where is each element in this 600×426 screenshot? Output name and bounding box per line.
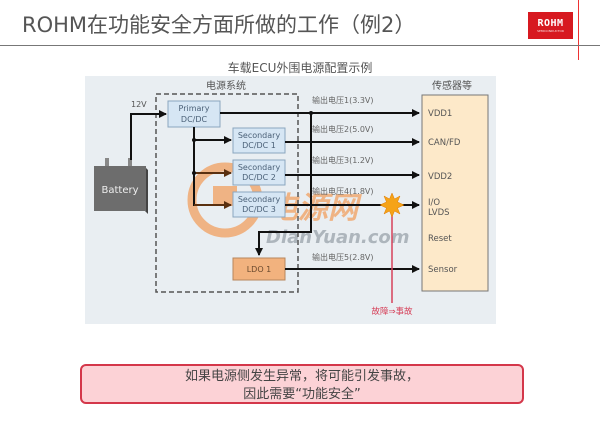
battery-terminal-neg [105,158,109,167]
watermark-en: DianYuan.com [266,227,410,248]
logo-text: ROHM [537,18,564,29]
battery-terminal-pos [128,158,132,167]
rohm-logo: ROHM SEMICONDUCTOR [528,12,573,39]
battery: Battery [94,158,148,214]
ldo-label: LDO 1 [247,265,272,274]
fault-label: 故障⇒事故 [371,306,413,317]
diagram-title: 车载ECU外围电源配置示例 [227,61,373,75]
sec2-label-2: DC/DC 2 [242,173,276,182]
callout-line-2: 因此需要“功能安全” [243,387,361,402]
primary-label-2: DC/DC [181,115,208,124]
pin-io: I/O [428,198,440,208]
secondary-dcdc-3-block [232,191,286,218]
callout-line-1: 如果电源侧发生异常，将可能引发事故， [184,369,419,384]
pin-vdd2: VDD2 [428,172,452,182]
junction [192,171,196,175]
junction [309,111,313,115]
sec3-label-2: DC/DC 3 [242,205,276,214]
header-divider [0,45,600,46]
sec1-label-1: Secondary [238,131,281,140]
sensors-label: 传感器等 [432,79,472,92]
callout-box: 如果电源侧发生异常，将可能引发事故， 因此需要“功能安全” [80,364,524,404]
sensor-block [421,94,489,292]
primary-label-1: Primary [179,104,210,113]
battery-body [94,166,146,211]
input-voltage-label: 12V [131,100,147,109]
page-title: ROHM在功能安全方面所做的工作（例2） [22,13,416,37]
pin-reset: Reset [428,234,452,244]
logo-subtext: SEMICONDUCTOR [537,29,564,33]
pin-vdd1: VDD1 [428,109,452,119]
secondary-dcdc-2-block [232,159,286,186]
power-system-region [155,93,299,293]
power-system-label: 电源系统 [206,79,246,92]
accent-line [578,0,579,60]
sec3-label-1: Secondary [238,195,281,204]
output-label-2: 输出电压2(5.0V) [312,124,374,134]
output-label-5: 输出电压5(2.8V) [312,252,374,262]
pin-lvds: LVDS [428,208,450,218]
ldo-feed-wire [255,113,312,256]
pin-canfd: CAN/FD [428,138,461,148]
battery-label: Battery [101,185,138,196]
fault-spark-icon [379,192,405,218]
pin-sensor: Sensor [428,265,458,275]
output-label-3: 输出电压3(1.2V) [312,155,374,165]
sec1-label-2: DC/DC 1 [242,141,276,150]
secondary-dcdc-1-block [232,127,286,154]
output-label-1: 输出电压1(3.3V) [312,95,374,105]
output-label-4: 输出电压4(1.8V) [312,186,374,196]
input-wire [130,110,167,160]
sec2-label-1: Secondary [238,163,281,172]
junction [192,138,196,142]
